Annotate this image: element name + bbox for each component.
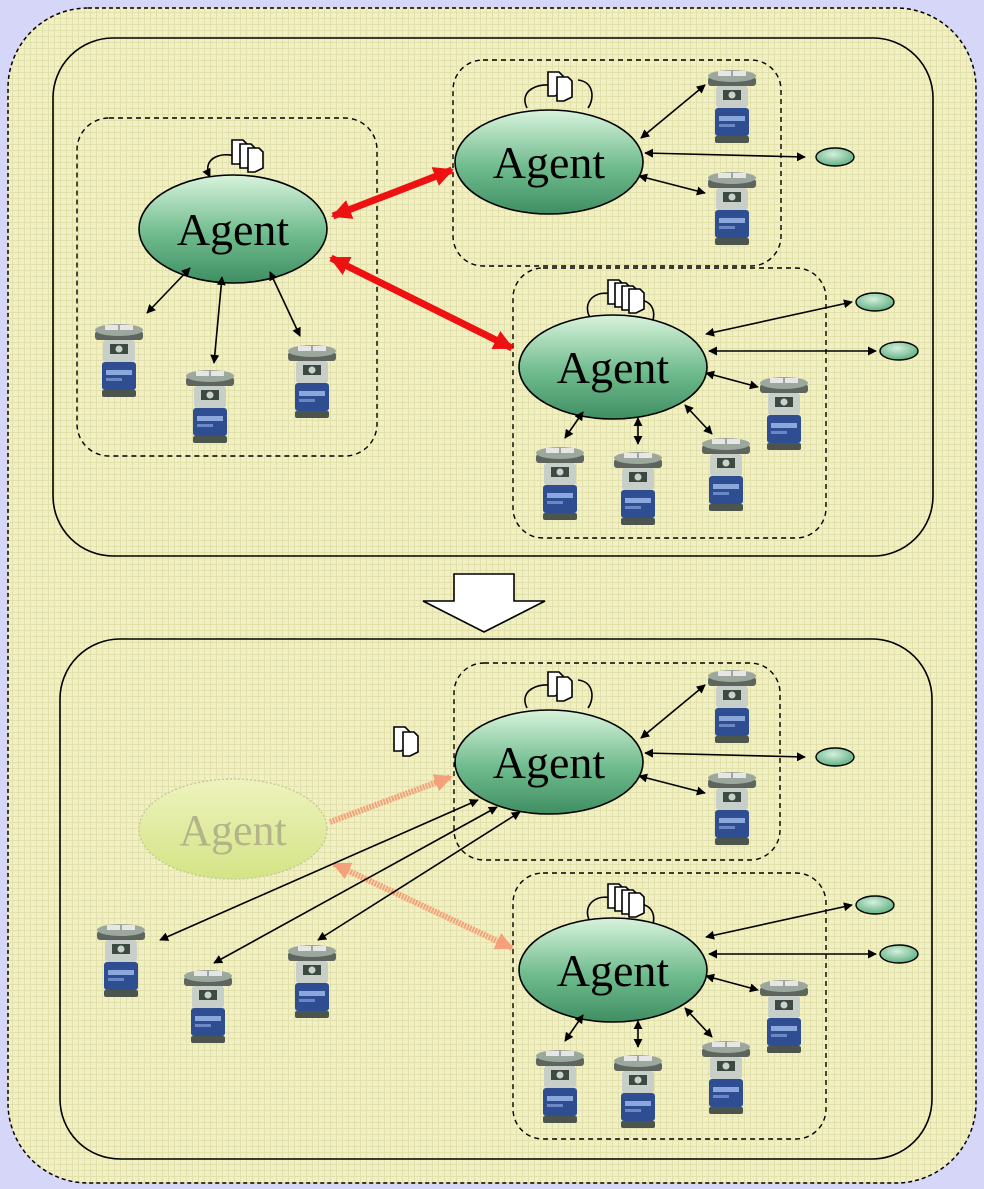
robot-link	[705, 370, 759, 390]
document-stack-icon	[393, 726, 419, 757]
robot-link	[564, 1014, 584, 1042]
resource-ellipse-icon	[855, 895, 895, 915]
robot-link	[640, 84, 706, 139]
robot-link	[317, 811, 521, 941]
resource-link	[705, 299, 853, 337]
agent-label: Agent	[179, 806, 287, 855]
resource-ellipse-icon	[879, 341, 919, 361]
agent-node	[518, 314, 708, 420]
after-panel-frame	[59, 638, 933, 1160]
before-panel-frame	[52, 37, 934, 557]
inter-agent-link	[331, 166, 454, 220]
robot-link	[684, 404, 713, 435]
agent-node	[518, 917, 708, 1023]
document-stack-icon	[547, 71, 573, 102]
agent-label: Agent	[557, 945, 670, 996]
resource-link	[705, 902, 853, 940]
group-box-top-right	[452, 59, 782, 267]
agent-label: Agent	[493, 137, 606, 188]
agent-label: Agent	[557, 342, 670, 393]
robot-link	[210, 276, 226, 364]
group-box-bottom-right	[512, 267, 827, 539]
inter-agent-link	[329, 254, 514, 352]
agent-node	[138, 174, 328, 284]
before-panel: Agent Agent Agent	[52, 37, 934, 557]
robot-link	[705, 973, 759, 993]
resource-ellipse-icon	[815, 747, 855, 767]
agent-label: Agent	[493, 737, 606, 788]
resource-ellipse-icon	[855, 292, 895, 312]
robot-link	[640, 684, 706, 739]
robot-link	[638, 773, 706, 796]
resource-ellipse-icon	[879, 944, 919, 964]
document-stack-icon	[547, 671, 573, 702]
agent-node	[454, 709, 644, 815]
robot-link	[638, 173, 706, 196]
agent-label: Agent	[177, 204, 290, 255]
robot-link	[146, 267, 191, 314]
group-box-top-right	[453, 662, 781, 861]
resource-link	[644, 148, 806, 162]
down-arrow-icon	[422, 573, 546, 633]
resource-ellipse-icon	[815, 147, 855, 167]
robot-link	[684, 1007, 713, 1038]
agent-node	[454, 109, 644, 215]
robot-link	[269, 271, 301, 337]
robot-link	[564, 411, 584, 439]
resource-link	[644, 748, 806, 762]
group-box-bottom-right	[512, 872, 827, 1140]
after-panel: Agent Agent Agent	[59, 638, 933, 1160]
